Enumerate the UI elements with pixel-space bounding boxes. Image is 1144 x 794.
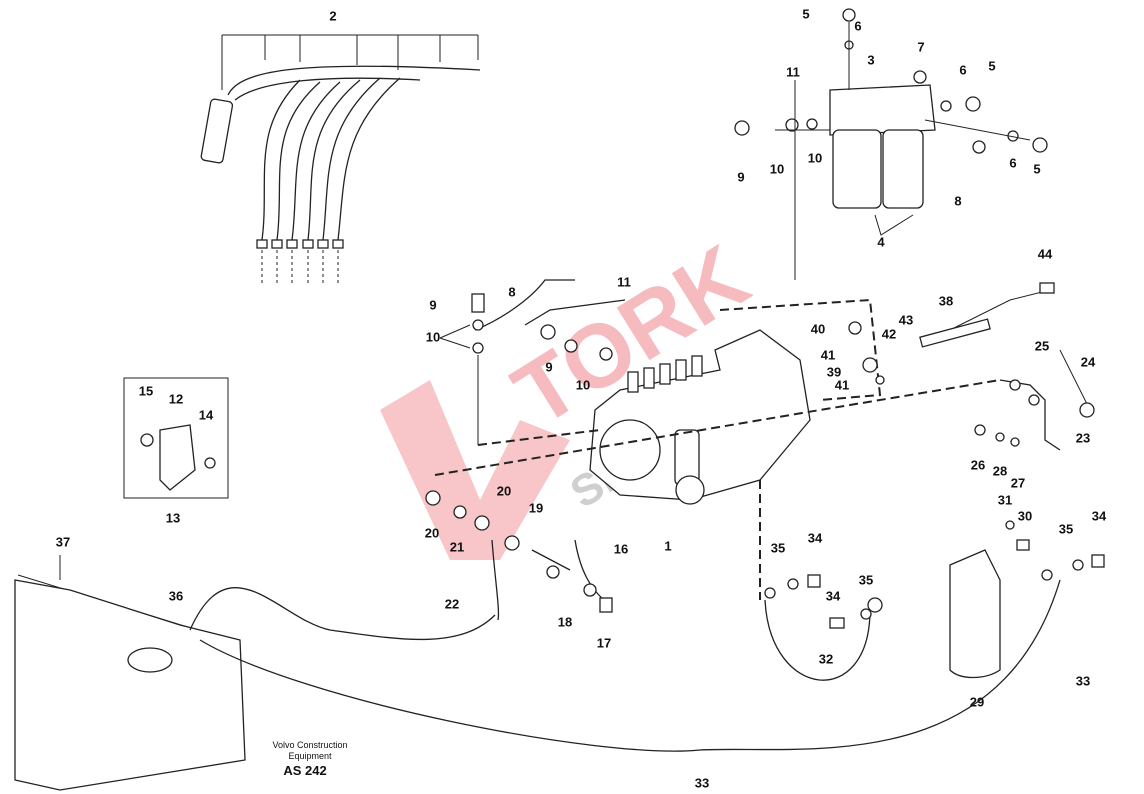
callout: 13: [166, 510, 180, 525]
callout: 20: [425, 525, 439, 540]
callout: 17: [597, 635, 611, 650]
callout: 34: [808, 530, 823, 545]
callout: 30: [1018, 508, 1032, 523]
callout: 26: [971, 457, 985, 472]
callout-labels: 2 5 6 3 11 7 6 5 9 10 10 8 4 6 5 44 38 9…: [56, 6, 1107, 790]
callout: 12: [169, 391, 183, 406]
callout: 8: [508, 284, 515, 299]
callout: 22: [445, 596, 459, 611]
callout: 34: [1092, 508, 1107, 523]
callout: 19: [529, 500, 543, 515]
injection-lines: [200, 34, 481, 285]
callout: 33: [1076, 673, 1090, 688]
callout: 31: [998, 492, 1012, 507]
callout: 9: [545, 359, 552, 374]
inset-bracket: [123, 377, 229, 499]
callout: 5: [802, 6, 809, 21]
callout: 6: [854, 18, 861, 33]
callout: 5: [1033, 161, 1040, 176]
callout: 1: [664, 538, 671, 553]
callout: 16: [614, 541, 628, 556]
caption-line2: Equipment: [288, 751, 332, 761]
callout: 21: [450, 539, 464, 554]
callout: 18: [558, 614, 572, 629]
callout: 25: [1035, 338, 1049, 353]
callout: 35: [1059, 521, 1073, 536]
callout: 10: [426, 329, 440, 344]
callout: 5: [988, 58, 995, 73]
callout: 43: [899, 312, 913, 327]
callout: 10: [808, 150, 822, 165]
callout: 10: [576, 377, 590, 392]
callout: 23: [1076, 430, 1090, 445]
callout: 14: [199, 407, 214, 422]
callout: 27: [1011, 475, 1025, 490]
callout: 37: [56, 534, 70, 549]
callout: 6: [959, 62, 966, 77]
injection-pump: [434, 279, 1095, 600]
callout: 4: [877, 234, 885, 249]
callout: 29: [970, 694, 984, 709]
callout: 35: [771, 540, 785, 555]
callout: 41: [821, 347, 835, 362]
callout: 2: [329, 8, 336, 23]
caption-line1: Volvo Construction: [272, 740, 348, 750]
callout: 33: [695, 775, 709, 790]
fuel-filter-assembly: [734, 8, 1048, 280]
callout: 11: [786, 64, 800, 79]
callout: 9: [429, 297, 436, 312]
callout: 20: [497, 483, 511, 498]
callout: 44: [1038, 246, 1053, 261]
lower-hoses-filter: [14, 424, 1105, 791]
callout: 28: [993, 463, 1007, 478]
callout: 39: [827, 364, 841, 379]
callout: 15: [139, 383, 153, 398]
callout: 42: [882, 326, 896, 341]
callout: 8: [954, 193, 961, 208]
callout: 6: [1009, 155, 1016, 170]
callout: 41: [835, 377, 849, 392]
callout: 7: [917, 39, 924, 54]
callout: 11: [617, 274, 631, 289]
callout: 3: [867, 52, 874, 67]
callout: 9: [737, 169, 744, 184]
callout: 32: [819, 651, 833, 666]
diagram-code: AS 242: [283, 763, 327, 778]
callout: 40: [811, 321, 825, 336]
callout: 35: [859, 572, 873, 587]
callout: 24: [1081, 354, 1096, 369]
callout: 38: [939, 293, 953, 308]
caption: Volvo Construction Equipment: [250, 740, 370, 762]
callout: 34: [826, 588, 841, 603]
callout: 10: [770, 161, 784, 176]
callout: 36: [169, 588, 183, 603]
